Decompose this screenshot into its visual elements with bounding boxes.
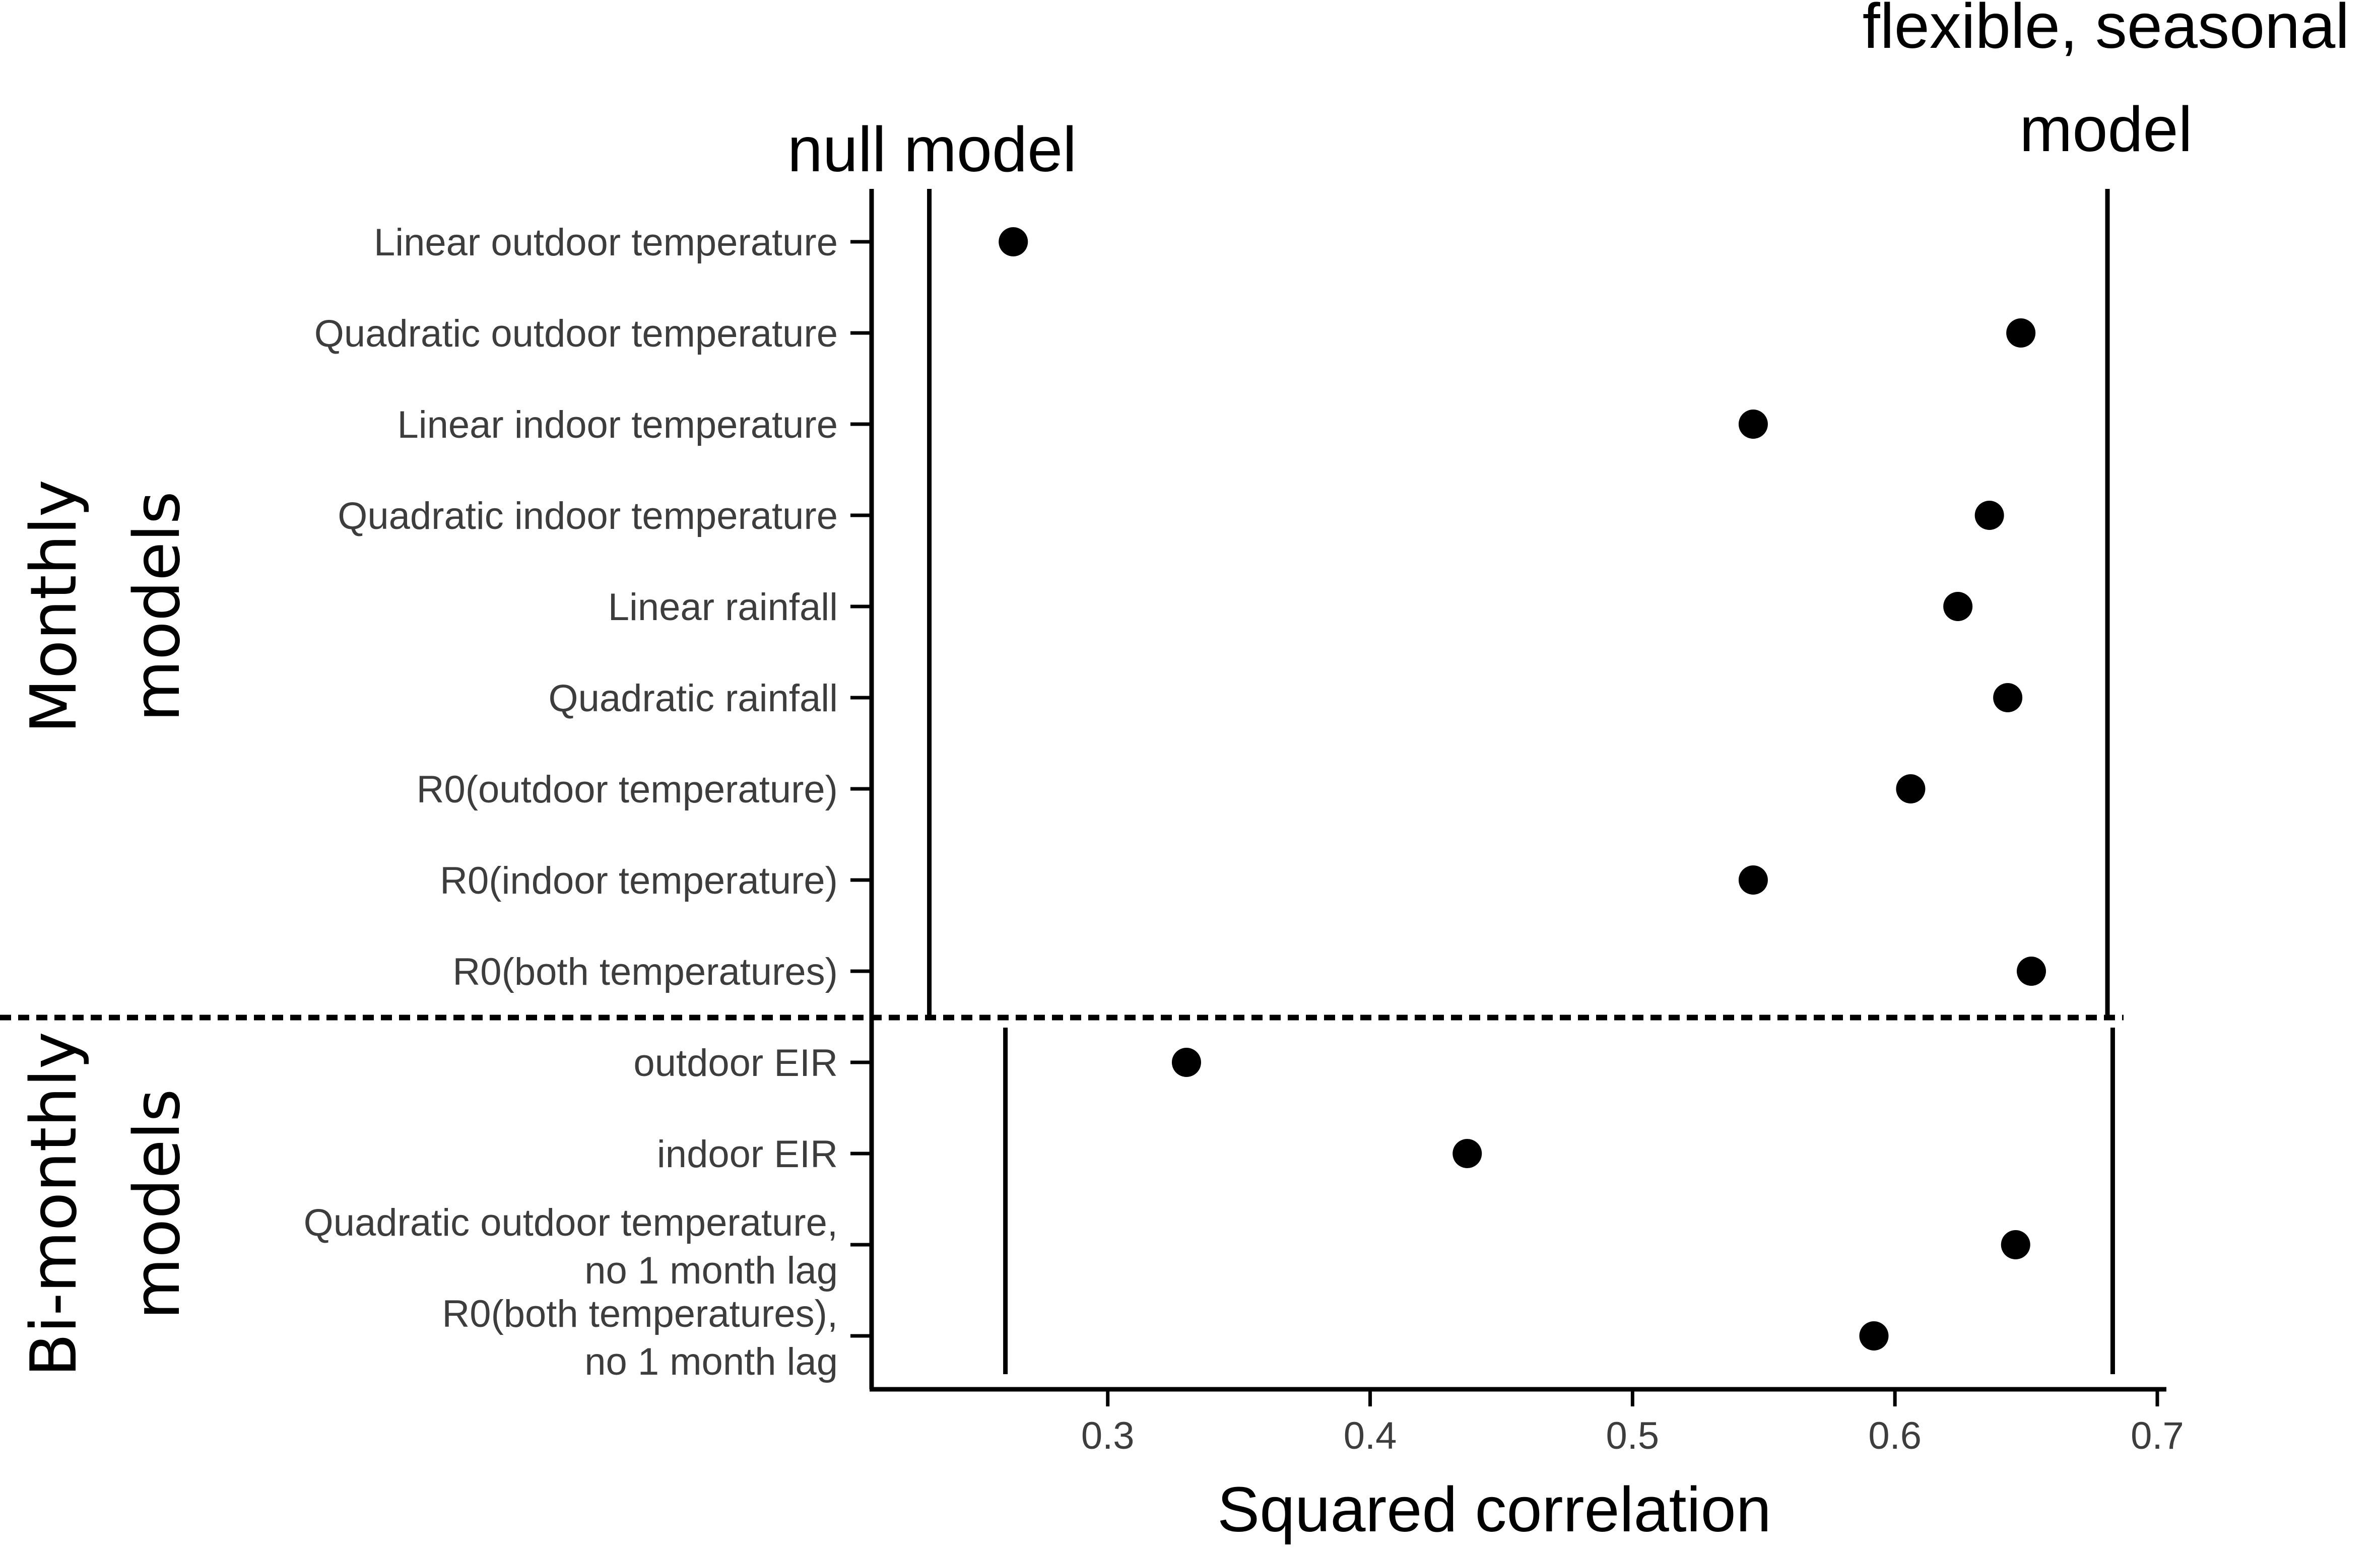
- y-tick-label: R0(both temperatures): [452, 951, 838, 993]
- group-title-line: Monthly: [17, 480, 91, 734]
- data-point: [2006, 318, 2036, 348]
- data-point: [1993, 683, 2023, 712]
- data-point: [1896, 774, 1926, 803]
- x-axis-title: Squared correlation: [1217, 1474, 1771, 1545]
- data-point: [1859, 1321, 1889, 1351]
- annotations: Squared correlation null model flexible, s…: [17, 0, 2349, 1545]
- x-tick-label: 0.3: [1081, 1414, 1135, 1457]
- y-tick-label-line: Quadratic outdoor temperature,: [304, 1201, 838, 1244]
- data-point: [1974, 501, 2004, 530]
- data-point: [2017, 957, 2046, 986]
- data-point: [1738, 410, 1768, 439]
- y-tick-label: R0(both temperatures), no 1 month lag: [442, 1293, 838, 1383]
- y-tick-label-line: R0(both temperatures),: [442, 1293, 838, 1335]
- axis-ticks: 0.3 0.4 0.5 0.6 0.7: [850, 240, 2184, 1457]
- reference-line-label: flexible, seasonal model: [1863, 0, 2350, 165]
- y-tick-label-line: R0(both temperatures): [452, 951, 838, 993]
- y-tick-label-line: Linear rainfall: [608, 586, 838, 629]
- y-tick-label-line: no 1 month lag: [584, 1249, 838, 1292]
- reference-line-label-line: flexible, seasonal: [1863, 0, 2350, 61]
- reference-lines: [0, 189, 2124, 1374]
- y-tick-label-line: Linear indoor temperature: [397, 403, 838, 446]
- y-tick-label: Linear outdoor temperature: [374, 221, 838, 264]
- y-tick-label: Quadratic indoor temperature: [338, 495, 838, 537]
- y-tick-label-line: R0(indoor temperature): [440, 859, 838, 902]
- data-point: [1943, 592, 1973, 621]
- x-tick-label: 0.7: [2131, 1414, 2184, 1457]
- y-tick-label-line: no 1 month lag: [584, 1340, 838, 1383]
- group-title: Monthly models: [17, 480, 194, 734]
- y-tick-label: R0(indoor temperature): [440, 859, 838, 902]
- reference-line-label-line: model: [2019, 94, 2192, 165]
- y-tick-label: Quadratic rainfall: [549, 677, 838, 720]
- y-tick-label: Quadratic outdoor temperature, no 1 month…: [304, 1201, 838, 1292]
- group-title-line: models: [120, 491, 194, 722]
- data-point: [999, 227, 1028, 256]
- y-tick-label: Quadratic outdoor temperature: [314, 312, 838, 355]
- data-point: [1738, 865, 1768, 895]
- group-title: Bi-monthly models: [17, 1032, 194, 1377]
- y-tick-label-line: Quadratic rainfall: [549, 677, 838, 720]
- x-tick-label: 0.4: [1344, 1414, 1397, 1457]
- y-tick-label: outdoor EIR: [633, 1042, 838, 1085]
- y-tick-label: Linear indoor temperature: [397, 403, 838, 446]
- y-tick-label-line: Quadratic indoor temperature: [338, 495, 838, 537]
- reference-line-label-line: null model: [787, 114, 1077, 185]
- group-title-line: models: [120, 1089, 194, 1320]
- data-point: [2001, 1230, 2030, 1259]
- y-tick-label: Linear rainfall: [608, 586, 838, 629]
- axes: [869, 189, 2166, 1392]
- y-tick-label: indoor EIR: [657, 1133, 838, 1176]
- data-points: [999, 227, 2046, 1351]
- reference-line-label: null model: [787, 114, 1077, 185]
- x-tick-label: 0.5: [1606, 1414, 1660, 1457]
- y-tick-label-line: Quadratic outdoor temperature: [314, 312, 838, 355]
- x-tick-label: 0.6: [1868, 1414, 1922, 1457]
- y-tick-label-line: indoor EIR: [657, 1133, 838, 1176]
- y-tick-label-line: outdoor EIR: [633, 1042, 838, 1085]
- group-title-line: Bi-monthly: [17, 1032, 91, 1377]
- y-tick-label: R0(outdoor temperature): [417, 768, 838, 811]
- y-tick-label-line: Linear outdoor temperature: [374, 221, 838, 264]
- y-tick-label-line: R0(outdoor temperature): [417, 768, 838, 811]
- data-point: [1171, 1048, 1201, 1077]
- data-point: [1452, 1139, 1482, 1168]
